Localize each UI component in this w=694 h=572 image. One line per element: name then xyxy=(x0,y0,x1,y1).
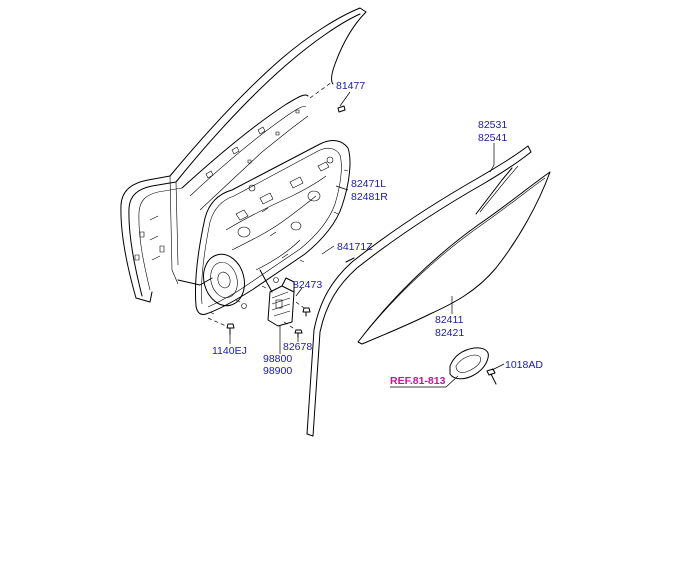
inside-door-handle xyxy=(449,347,489,380)
label-82471L: 82471L xyxy=(351,178,386,190)
label-82421: 82421 xyxy=(435,327,464,339)
label-1018AD: 1018AD xyxy=(505,359,543,371)
label-84171Z: 84171Z xyxy=(337,241,373,253)
leader-lines xyxy=(229,91,505,388)
label-82411: 82411 xyxy=(435,314,464,326)
reference-label[interactable]: REF.81-813 xyxy=(390,375,446,387)
regulator-motor xyxy=(259,269,295,327)
label-98800: 98800 xyxy=(263,353,292,365)
label-82531: 82531 xyxy=(478,119,507,131)
door-module-panel xyxy=(194,140,351,315)
door-shell xyxy=(120,7,367,303)
label-82473: 82473 xyxy=(293,279,322,291)
label-82541: 82541 xyxy=(478,132,507,144)
label-82481R: 82481R xyxy=(351,191,388,203)
door-glass xyxy=(345,171,551,345)
label-98900: 98900 xyxy=(263,365,292,377)
glass-run-channel xyxy=(306,145,532,437)
fasteners xyxy=(207,105,497,385)
part-labels: 81477 82531 82541 82471L 82481R 84171Z 8… xyxy=(212,80,543,387)
label-1140EJ: 1140EJ xyxy=(212,345,247,357)
label-81477: 81477 xyxy=(336,80,365,92)
label-82678: 82678 xyxy=(283,341,312,353)
